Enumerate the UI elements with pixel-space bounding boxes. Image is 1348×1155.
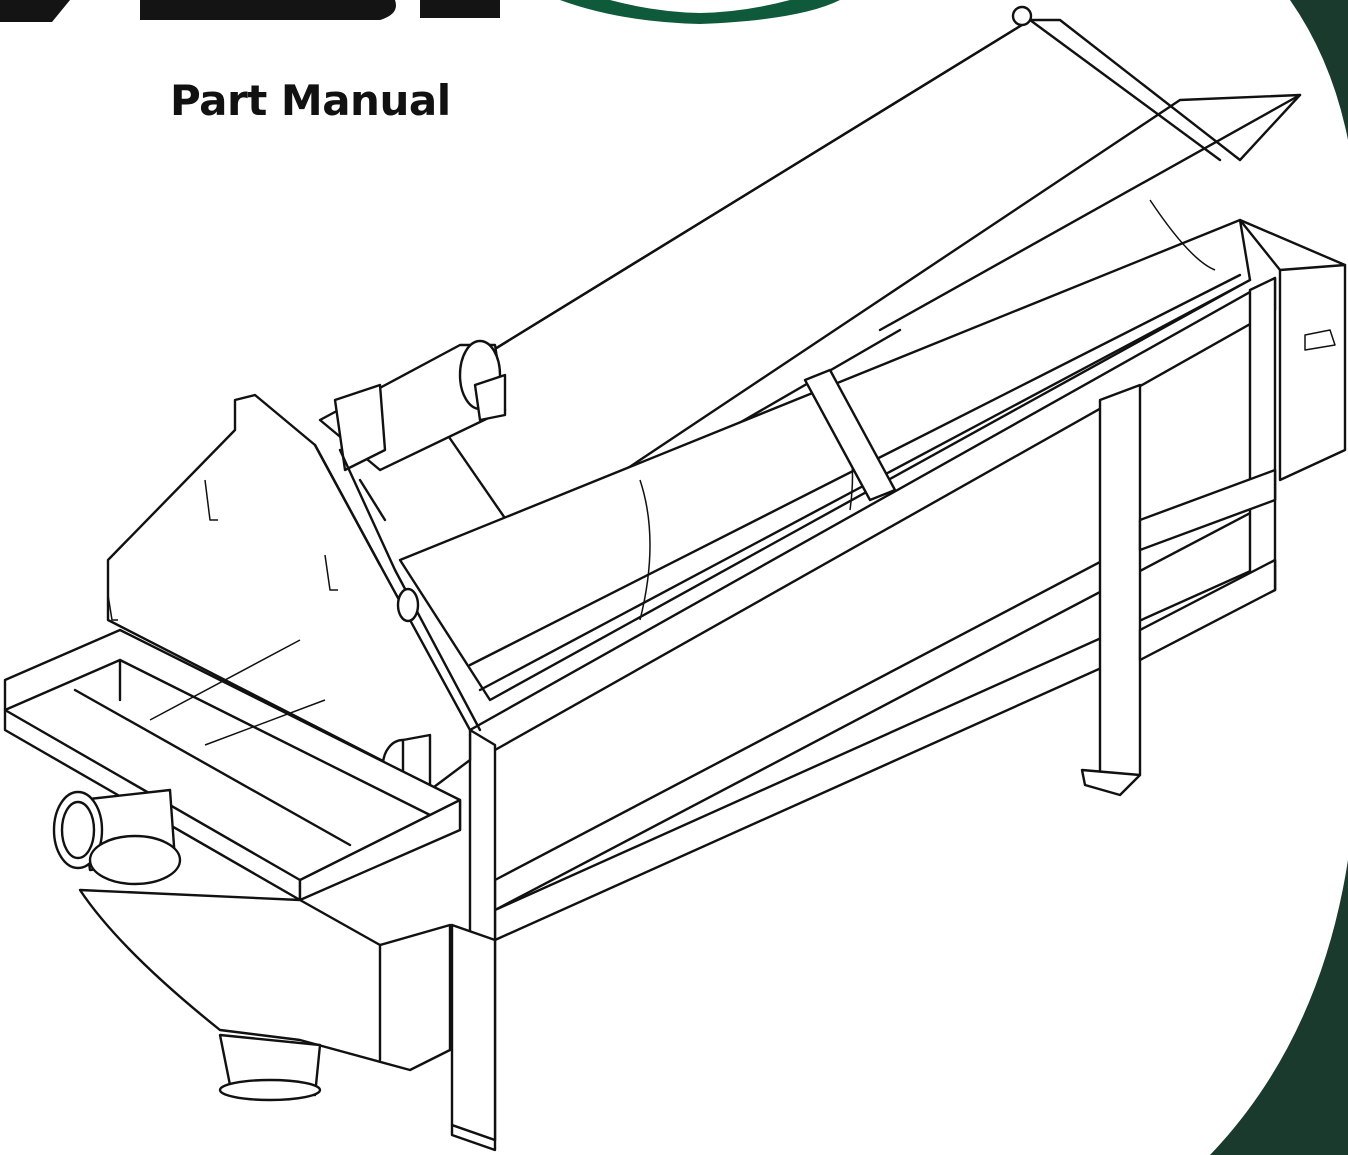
main-frame <box>450 276 1277 1152</box>
logo-letter-left <box>0 0 70 22</box>
logo-green-mark-inner <box>610 0 790 13</box>
right-end-box <box>1238 218 1347 482</box>
logo-letter-right <box>420 0 500 18</box>
brand-logo <box>0 0 840 24</box>
corner-swoosh-top <box>1290 0 1348 140</box>
drive-motor <box>318 339 507 522</box>
diagonal-brace <box>803 368 897 502</box>
front-foot <box>450 923 497 1142</box>
corner-swoosh-bottom <box>1210 860 1348 1155</box>
logo-letter-middle <box>140 0 396 20</box>
outlet-pipe <box>52 788 182 886</box>
collection-hopper <box>78 888 452 1102</box>
document-title: Part Manual <box>170 76 451 125</box>
